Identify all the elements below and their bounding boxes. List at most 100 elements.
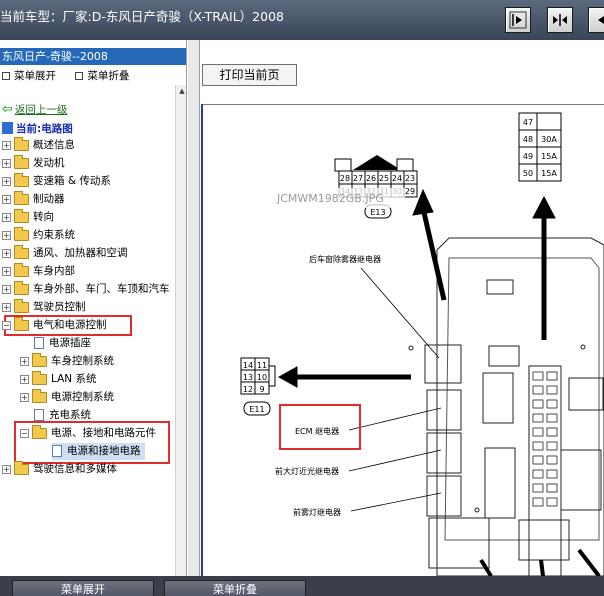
tree-item[interactable]: +LAN 系统	[20, 370, 97, 385]
folder-icon	[32, 370, 47, 385]
expand-icon[interactable]: +	[2, 302, 11, 312]
label-fog-lamp-relay: 前雾灯继电器	[293, 507, 341, 517]
tree-item[interactable]: +车身外部、车门、车顶和汽车	[2, 280, 170, 295]
highlight-box	[279, 404, 361, 450]
svg-text:12: 12	[243, 385, 253, 394]
scroll-up-icon[interactable]: ▲	[179, 87, 185, 95]
svg-text:28: 28	[340, 174, 350, 183]
expand-icon[interactable]: +	[2, 140, 11, 150]
diagram-frame	[201, 104, 604, 105]
expand-all-button[interactable]: 菜单展开	[0, 68, 56, 83]
fuse-num: 47	[523, 118, 533, 127]
expand-icon[interactable]: +	[2, 194, 11, 204]
tree-item-electrical[interactable]: −电气和电源控制	[2, 316, 107, 331]
svg-text:11: 11	[257, 361, 267, 370]
document-icon	[34, 409, 44, 421]
expand-icon[interactable]: +	[20, 392, 29, 402]
fuse-rating: 15A	[541, 169, 557, 178]
current-marker-icon	[2, 122, 13, 134]
expand-icon[interactable]: +	[2, 284, 11, 294]
label-rear-defogger-relay: 后车窗除雾器继电器	[309, 254, 381, 264]
pointer-arrows	[277, 188, 601, 576]
tree-item[interactable]: +发动机	[2, 154, 65, 169]
relay-box	[408, 237, 604, 576]
tree-item[interactable]: +制动器	[2, 190, 65, 205]
svg-text:24: 24	[392, 174, 402, 183]
bottom-expand-button[interactable]: 菜单展开	[12, 580, 154, 596]
panel-splitter[interactable]	[188, 40, 200, 576]
tree-item[interactable]: +驾驶员控制	[2, 298, 86, 313]
folder-icon	[14, 262, 29, 277]
fuse-strip	[532, 371, 558, 507]
current-location: 当前:电路图	[2, 121, 73, 136]
connector-e11: 14 11 13 10 12 9 E11	[240, 357, 276, 416]
tree-item-power-ground-circuit[interactable]: 电源和接地电路	[52, 443, 145, 460]
tree-item[interactable]: 充电系统	[34, 407, 91, 424]
svg-text:29: 29	[405, 187, 415, 196]
collapse-all-button[interactable]: 菜单折叠	[73, 68, 129, 83]
folder-icon	[14, 136, 29, 151]
callout-lines	[348, 267, 442, 512]
folder-icon	[32, 388, 47, 403]
expand-icon[interactable]: +	[2, 230, 11, 240]
fuse-num: 49	[523, 152, 533, 161]
folder-icon	[14, 298, 29, 313]
tree-item[interactable]: +车身控制系统	[20, 352, 114, 367]
fuse-rating: 15A	[541, 152, 557, 161]
fuse-num: 48	[523, 135, 533, 144]
folder-icon	[14, 460, 29, 475]
folder-icon	[14, 154, 29, 169]
collapse-icon[interactable]: −	[2, 320, 11, 330]
expand-icon[interactable]: +	[20, 356, 29, 366]
tree-item[interactable]: +变速箱 & 传动系	[2, 172, 111, 187]
split-view-button[interactable]	[547, 7, 573, 33]
label-ecm-relay: ECM 继电器	[295, 426, 339, 436]
folder-open-icon	[32, 424, 47, 439]
tree-item-power-ground[interactable]: −电源、接地和电路元件	[20, 424, 156, 439]
expand-icon[interactable]: +	[2, 464, 11, 474]
diagram-frame-left	[201, 104, 203, 576]
watermark-text: JCMWM1982GB.JPG	[276, 192, 384, 205]
folder-icon	[14, 208, 29, 223]
tree-item[interactable]: +转向	[2, 208, 54, 223]
expand-icon[interactable]: +	[2, 266, 11, 276]
expand-icon[interactable]: +	[2, 248, 11, 258]
tree-item[interactable]: +驾驶信息和多媒体	[2, 460, 117, 475]
expand-icon[interactable]: +	[20, 374, 29, 384]
split-view-icon	[553, 14, 567, 26]
fuse-rating: 30A	[541, 135, 557, 144]
expand-icon[interactable]: +	[2, 176, 11, 186]
tree-item[interactable]: +约束系统	[2, 226, 75, 241]
print-page-button[interactable]: 打印当前页	[202, 64, 297, 86]
back-link[interactable]: ⇦返回上一级	[2, 102, 68, 117]
expand-right-button[interactable]	[505, 7, 531, 33]
diagram-area: 打印当前页 47 48 30A 49 15A 50 15A	[201, 40, 604, 576]
tree-scrollbar[interactable]: ▲ ▼	[175, 85, 186, 576]
svg-text:26: 26	[366, 174, 376, 183]
svg-text:E13: E13	[370, 208, 385, 217]
folder-icon	[14, 172, 29, 187]
tree-item[interactable]: +电源控制系统	[20, 388, 114, 403]
bottom-collapse-button[interactable]: 菜单折叠	[164, 580, 306, 596]
svg-text:10: 10	[257, 373, 267, 382]
tree-item[interactable]: +概述信息	[2, 136, 75, 151]
collapse-left-icon	[598, 16, 604, 24]
folder-icon	[14, 244, 29, 259]
expand-icon[interactable]: +	[2, 212, 11, 222]
expand-all-icon	[2, 72, 10, 80]
document-icon	[34, 337, 44, 349]
svg-text:23: 23	[405, 174, 415, 183]
tree-item[interactable]: 电源插座	[34, 335, 91, 352]
fuse-table: 47 48 30A 49 15A 50 15A	[518, 112, 562, 182]
document-icon	[52, 445, 62, 457]
collapse-left-button[interactable]	[588, 7, 604, 33]
collapse-icon[interactable]: −	[20, 428, 29, 438]
fuse-num: 50	[523, 169, 533, 178]
expand-icon[interactable]: +	[2, 158, 11, 168]
tree-item[interactable]: +通风、加热器和空调	[2, 244, 128, 259]
tree-item[interactable]: +车身内部	[2, 262, 75, 277]
collapse-all-icon	[75, 72, 84, 80]
folder-open-icon	[14, 316, 29, 331]
svg-text:25: 25	[379, 174, 389, 183]
wiring-diagram: 47 48 30A 49 15A 50 15A 28 27 26 25 24	[240, 112, 604, 576]
